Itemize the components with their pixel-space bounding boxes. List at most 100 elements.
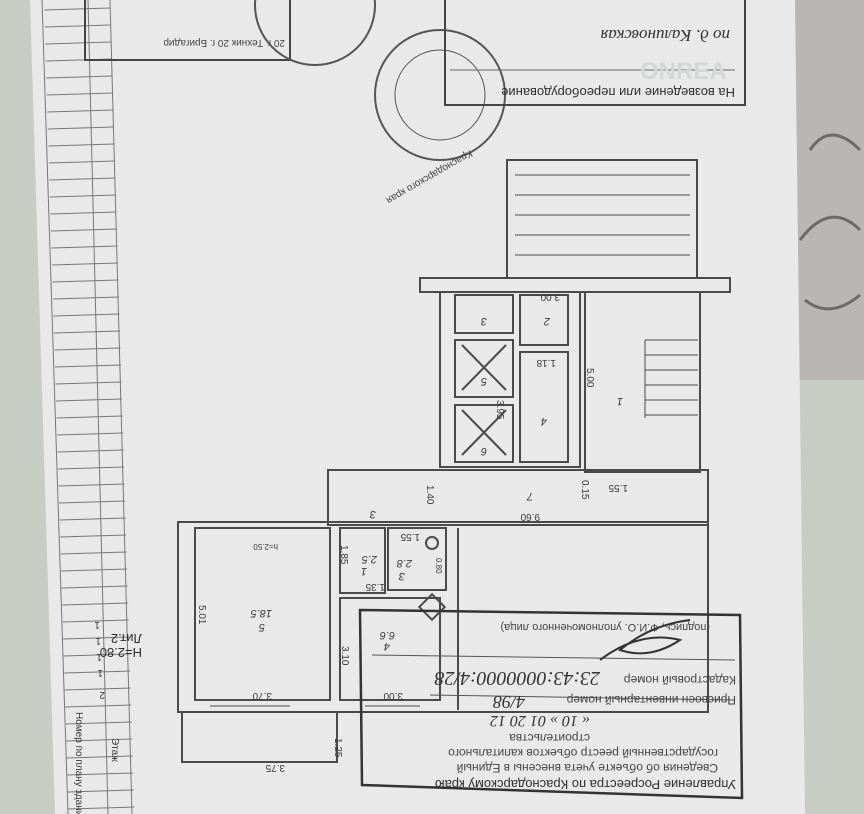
room-area: 2.8 [396, 557, 413, 569]
grid-line [65, 704, 132, 708]
grid-line [56, 398, 123, 402]
dimension: h=2.50 [253, 542, 278, 551]
room-number: 3 [480, 315, 487, 327]
grid-line [62, 619, 129, 623]
dimension: 1.40 [424, 485, 435, 505]
paper-sheet [30, 0, 805, 814]
floor-values: 1 1 1 1 2 [94, 619, 105, 700]
left-grid-strip [41, 0, 135, 814]
grid-line [53, 313, 120, 317]
grid-line [64, 670, 131, 674]
lit-text: Лит.2 [111, 631, 142, 646]
room-number: 4 [384, 640, 390, 652]
room-number: 1 [361, 565, 367, 577]
floor-value: 1 [94, 619, 100, 630]
grid-line [67, 789, 134, 793]
grid-line [60, 551, 127, 555]
grid-line [59, 517, 126, 521]
fabric-pattern [798, 133, 862, 311]
grid-line [51, 262, 118, 266]
dimension: 1.55 [400, 531, 420, 542]
room-number: 5 [480, 375, 487, 387]
grid-line [46, 75, 113, 79]
room-number: 7 [526, 490, 533, 502]
room-labels: 3 2 5 6 4 1 7 3 2.5 1 2.8 3 18.5 5 6.6 4 [250, 315, 623, 652]
grid-line [46, 92, 113, 96]
top-left-stamp: 20 г. Техник 20 г. Бригадир [84, 0, 291, 61]
dimension: 3.10 [339, 646, 350, 666]
grid-line [49, 194, 116, 198]
grid-line [58, 466, 125, 470]
dimension: 1.35 [365, 581, 385, 592]
grid-line [61, 568, 128, 572]
round-seal [254, 0, 506, 161]
grid-line [48, 143, 115, 147]
dimension: 5.00 [584, 368, 595, 388]
grid-line [44, 24, 111, 28]
room-number: 6 [480, 445, 487, 457]
grid-line [68, 806, 135, 810]
grid-line [52, 279, 119, 283]
dimension: 3.70 [252, 690, 272, 701]
dimension: 3.75 [265, 762, 285, 773]
lit-label: Лит.2 Н=2.80 [100, 631, 142, 660]
floor-value: 2 [99, 689, 105, 700]
inventory-label: Присвоен инвентарный номер [566, 693, 736, 707]
floor-value: 1 [96, 651, 102, 662]
stamp-line: Сведения об объекте учета внесены в Един… [457, 761, 718, 775]
stamp-handwriting: по д. Калиновская [600, 26, 730, 45]
grid-line [50, 211, 117, 215]
grid-line [63, 653, 130, 657]
dimension: 3.00 [540, 291, 560, 302]
stamp-line: государственный реестр объектов капиталь… [448, 746, 718, 760]
grid-line [63, 636, 130, 640]
signature [599, 619, 691, 661]
grid-line [59, 500, 126, 504]
dimension-labels: 3.00 5.00 1.18 3.95 1.40 9.60 1.55 0.15 … [196, 291, 628, 773]
room-number: 3 [369, 508, 376, 520]
stamp-date: « 10 » 01 20 12 [490, 712, 590, 729]
grid-line [62, 602, 129, 606]
room-number: 4 [541, 415, 547, 427]
grid-line [47, 109, 114, 113]
grid-line [44, 7, 111, 11]
grid-line [66, 738, 133, 742]
dimension: 0.80 [434, 558, 443, 574]
room-number: 2 [544, 315, 551, 327]
room-number: 5 [258, 621, 265, 633]
cadastral-label: Кадастровый номер [624, 673, 736, 687]
cadastral-value: 23:43:0000000:4/28 [434, 667, 600, 689]
grid-line [53, 330, 121, 334]
dimension: 0.15 [579, 480, 590, 500]
room-area: 18.5 [250, 607, 272, 619]
watermark: ONREA [640, 58, 727, 85]
stamp-text: 20 г. Техник 20 г. Бригадир [163, 37, 285, 48]
dimension: 1.18 [536, 357, 556, 368]
signature-label: (подпись, Ф.И.О. уполномоченного лица) [501, 621, 711, 633]
dimension: 1.25 [332, 738, 343, 758]
grid-line [66, 755, 133, 759]
grid-line [54, 364, 122, 368]
floor-value: 1 [95, 635, 101, 646]
room-area: 2.5 [361, 553, 378, 565]
floor-plan [177, 159, 731, 763]
room-number: 3 [398, 570, 405, 582]
stamp-line: строительства [509, 731, 590, 745]
stamp-line: Управление Росреестра по Краснодарскому … [435, 777, 736, 792]
grid-line [67, 772, 134, 776]
grid-line [65, 721, 132, 725]
grid-line [51, 245, 118, 249]
grid-line [56, 415, 123, 419]
grid-line [49, 177, 116, 181]
floor-label: Этаж [109, 738, 120, 762]
grid-line [54, 347, 121, 351]
dimension: 1.55 [608, 482, 628, 493]
grid-line [61, 585, 128, 589]
floor-value: 1 [97, 667, 103, 678]
grid-line [58, 483, 125, 487]
grid-line [52, 296, 119, 300]
grid-line [57, 449, 124, 453]
grid-line [47, 126, 114, 130]
grid-line [45, 41, 112, 45]
